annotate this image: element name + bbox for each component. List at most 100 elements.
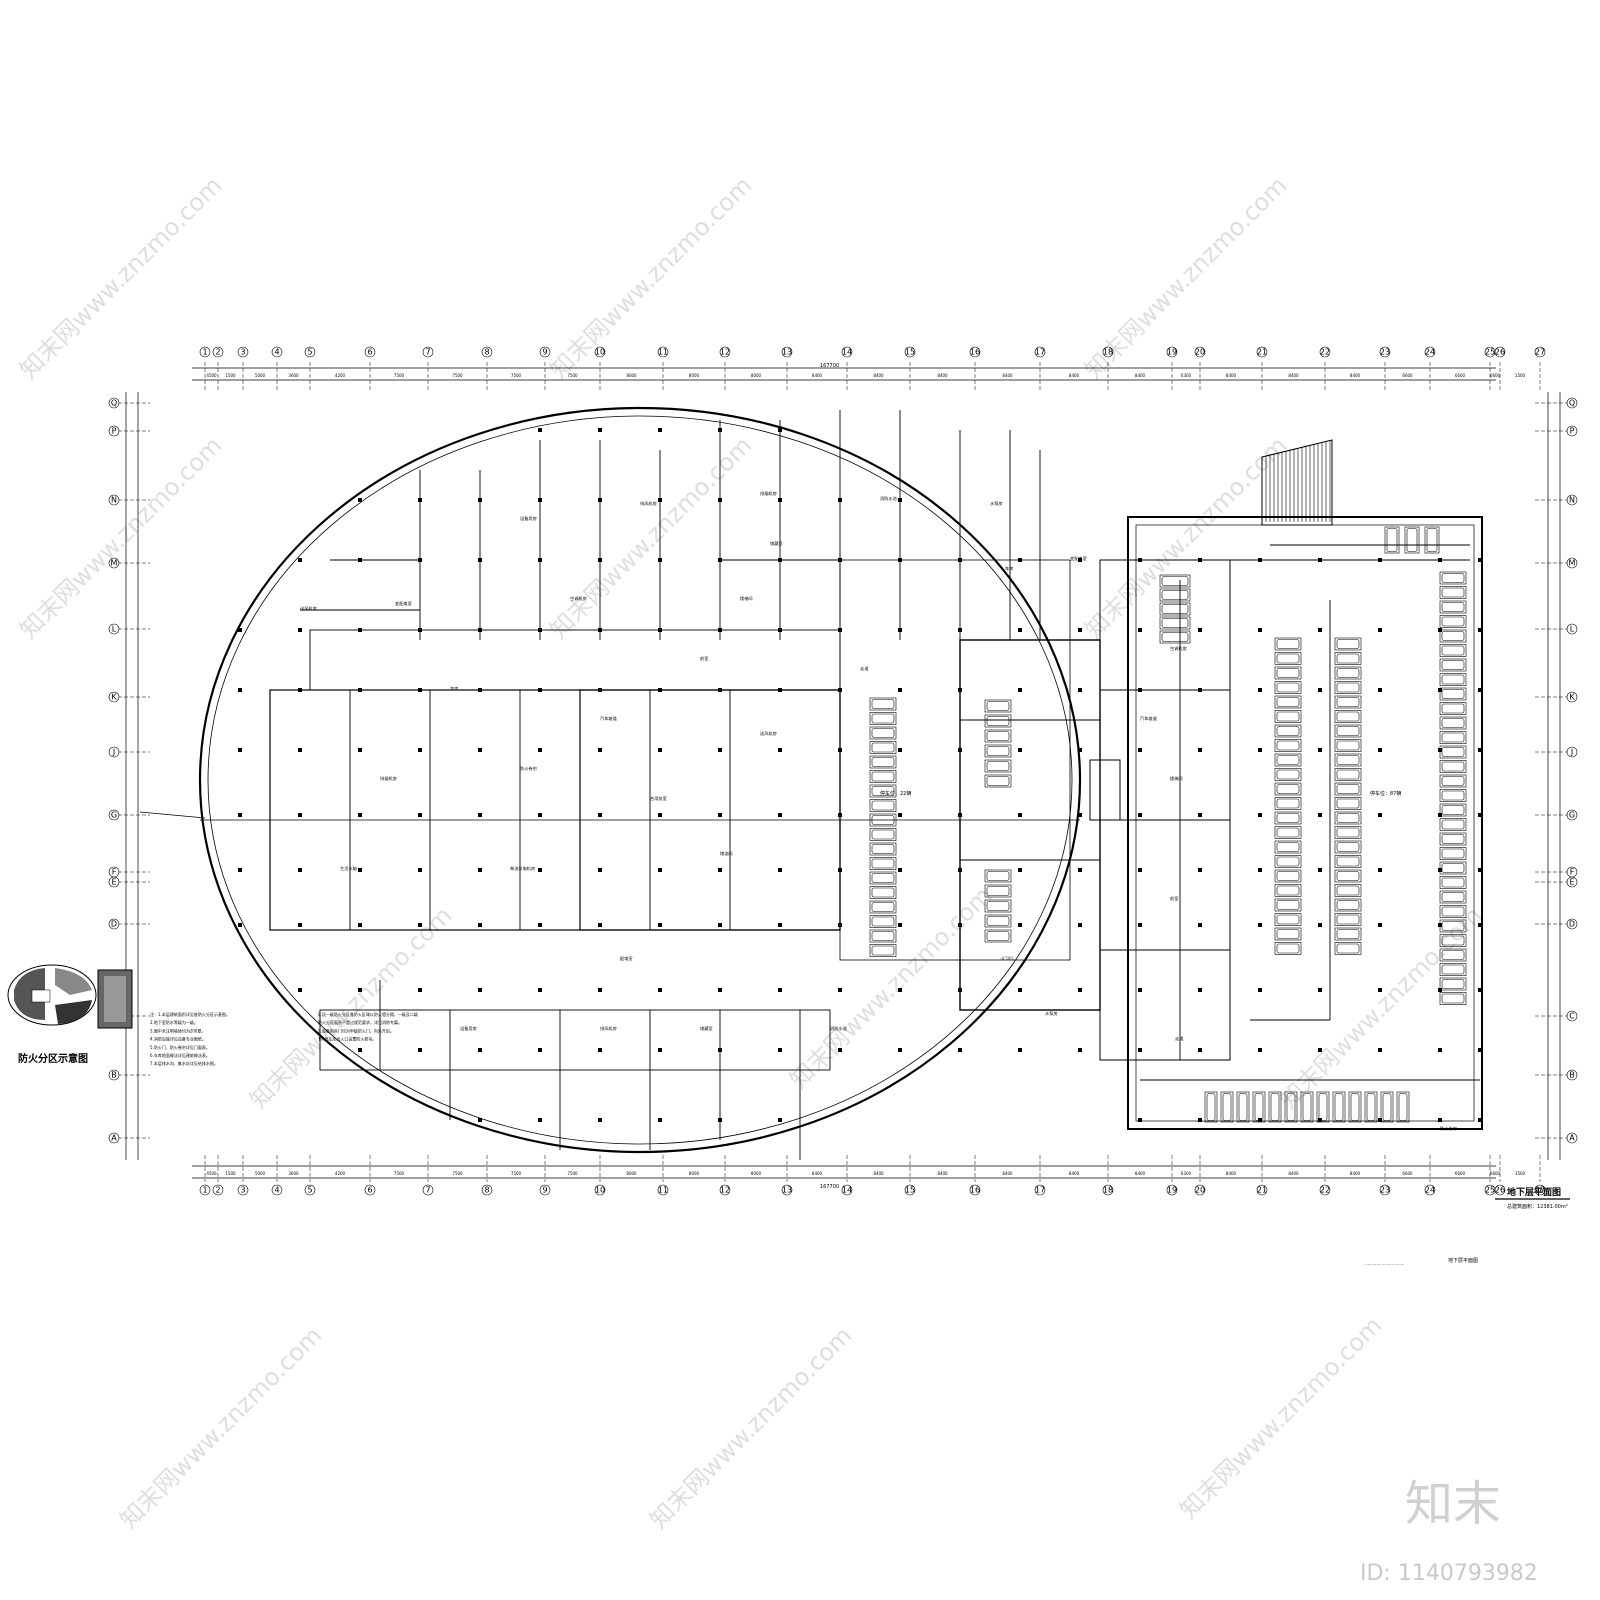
grid-row-label: N bbox=[111, 496, 117, 505]
parking-stall bbox=[1274, 724, 1302, 738]
column bbox=[538, 748, 542, 752]
grid-column-label: 1 bbox=[202, 1186, 207, 1195]
parking-stall bbox=[869, 697, 897, 711]
parking-stall bbox=[869, 900, 897, 914]
note-line: 3.图中未注明墙体均为200厚。 bbox=[150, 1027, 205, 1033]
dimension-value: 6600 bbox=[1402, 1171, 1413, 1176]
parking-stall bbox=[869, 871, 897, 885]
grid-row-label: E bbox=[111, 878, 116, 887]
grid-column-label: 17 bbox=[1035, 348, 1045, 357]
parking-stall bbox=[1439, 803, 1467, 817]
dimension-value: 5000 bbox=[255, 373, 266, 378]
parking-stall bbox=[1274, 710, 1302, 723]
parking-stall bbox=[1334, 898, 1362, 912]
grid-column-label: 7 bbox=[425, 348, 430, 357]
column bbox=[478, 748, 482, 752]
grid-row-label: M bbox=[111, 559, 118, 568]
grid-bubble-column: 4 bbox=[271, 346, 283, 358]
column bbox=[478, 628, 482, 632]
note-line: 7.本层排水沟、集水坑详见给排水图。 bbox=[150, 1060, 218, 1066]
drawing-title: 地下层平面图 bbox=[1507, 1186, 1561, 1198]
column bbox=[658, 1048, 662, 1052]
dimension-value: 3600 bbox=[288, 373, 299, 378]
grid-bubble-column: 10 bbox=[594, 1184, 606, 1196]
parking-stall bbox=[984, 744, 1012, 758]
column bbox=[1078, 748, 1082, 752]
column bbox=[1138, 988, 1142, 992]
column bbox=[238, 688, 242, 692]
dimension-value: 8400 bbox=[1288, 1171, 1299, 1176]
parking-stall bbox=[1384, 526, 1400, 554]
column bbox=[1318, 813, 1322, 817]
column bbox=[778, 988, 782, 992]
column bbox=[718, 428, 722, 432]
grid-column-label: 19 bbox=[1167, 1186, 1177, 1195]
interior-walls bbox=[300, 410, 1480, 1160]
fire-zone-diagram-title: 防火分区示意图 bbox=[18, 1052, 88, 1065]
watermark-text: 知末网www.znzmo.com bbox=[544, 431, 757, 644]
column bbox=[358, 688, 362, 692]
column bbox=[958, 868, 962, 872]
grid-column-label: 6 bbox=[367, 348, 372, 357]
column bbox=[298, 558, 302, 562]
grid-row-label: E bbox=[1569, 878, 1574, 887]
parking-stall bbox=[1159, 630, 1191, 644]
parking-stall bbox=[1396, 1091, 1410, 1123]
column bbox=[1318, 1048, 1322, 1052]
dimension-value: 8400 bbox=[1226, 1171, 1237, 1176]
column bbox=[358, 628, 362, 632]
column bbox=[538, 868, 542, 872]
parking-stall bbox=[1439, 716, 1467, 730]
column bbox=[1018, 813, 1022, 817]
parking-stall bbox=[1268, 1091, 1282, 1123]
ramp-hatch bbox=[1265, 440, 1331, 522]
grid-bubble-column: 22 bbox=[1319, 346, 1331, 358]
grid-bubble-column: 17 bbox=[1034, 346, 1046, 358]
grid-column-label: 16 bbox=[970, 348, 980, 357]
column bbox=[838, 988, 842, 992]
column bbox=[718, 923, 722, 927]
room-label: 车库 bbox=[450, 685, 458, 692]
column bbox=[718, 1118, 722, 1122]
grid-bubble-column: 11 bbox=[657, 1184, 669, 1196]
column bbox=[718, 868, 722, 872]
dimension-value: 8400 bbox=[1350, 1171, 1361, 1176]
column bbox=[1198, 1118, 1202, 1122]
column bbox=[538, 923, 542, 927]
grid-row-label: Q bbox=[1569, 399, 1575, 408]
column bbox=[298, 628, 302, 632]
note-line: 8.设一级防火分区各防火区域以防火墙分隔，一级及二级 bbox=[318, 1011, 418, 1017]
grid-column-label: 10 bbox=[595, 1186, 605, 1195]
grid-column-label: 21 bbox=[1257, 1186, 1267, 1195]
column bbox=[1318, 923, 1322, 927]
grid-column-label: 14 bbox=[842, 348, 852, 357]
column bbox=[1258, 868, 1262, 872]
parking-count-label: 停车位：22辆 bbox=[880, 790, 911, 797]
column bbox=[958, 628, 962, 632]
grid-bubble-column: 12 bbox=[719, 1184, 731, 1196]
parking-stall bbox=[1274, 869, 1302, 883]
column bbox=[958, 748, 962, 752]
grid-bubble-column: 1 bbox=[199, 1184, 211, 1196]
column bbox=[1198, 868, 1202, 872]
dimension-value: 6600 bbox=[1455, 1171, 1466, 1176]
column bbox=[898, 813, 902, 817]
parking-stall bbox=[1439, 818, 1467, 831]
grid-bubble-column: 26 bbox=[1494, 346, 1506, 358]
parking-stall bbox=[1274, 942, 1302, 955]
parking-stall bbox=[1439, 963, 1467, 976]
grid-column-label: 12 bbox=[720, 1186, 730, 1195]
grid-bubble-row: N bbox=[108, 494, 120, 506]
project-note: ······························· bbox=[1365, 1262, 1404, 1267]
note-line: 防火分区面积不超过规范要求，详见消防专篇。 bbox=[318, 1019, 402, 1025]
general-notes-2: 8.设一级防火分区各防火区域以防火墙分隔，一级及二级防火分区面积不超过规范要求，… bbox=[318, 1011, 418, 1042]
column bbox=[1378, 923, 1382, 927]
grid-column-label: 2 bbox=[215, 348, 220, 357]
column bbox=[1378, 628, 1382, 632]
grid-column-label: 24 bbox=[1425, 1186, 1435, 1195]
dimension-texts: 4500450015001500500050003600360042004200… bbox=[206, 373, 1525, 1176]
grid-column-label: 18 bbox=[1103, 348, 1113, 357]
grid-row-label: L bbox=[1570, 625, 1575, 634]
parking-stall bbox=[869, 944, 897, 957]
